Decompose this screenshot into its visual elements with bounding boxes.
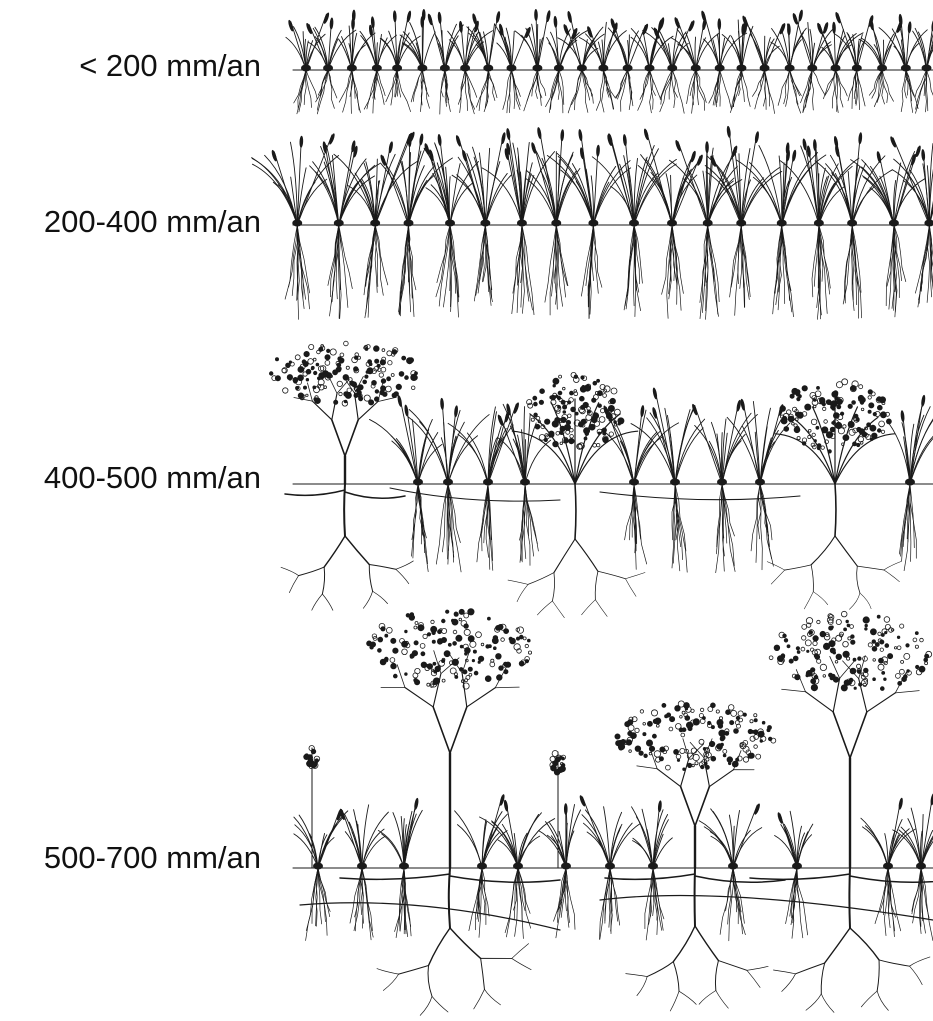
vegetation-row-4	[293, 609, 933, 1016]
vegetation-row-1	[286, 9, 933, 114]
vegetation-row-3	[269, 341, 933, 617]
vegetation-row-2	[252, 126, 933, 320]
